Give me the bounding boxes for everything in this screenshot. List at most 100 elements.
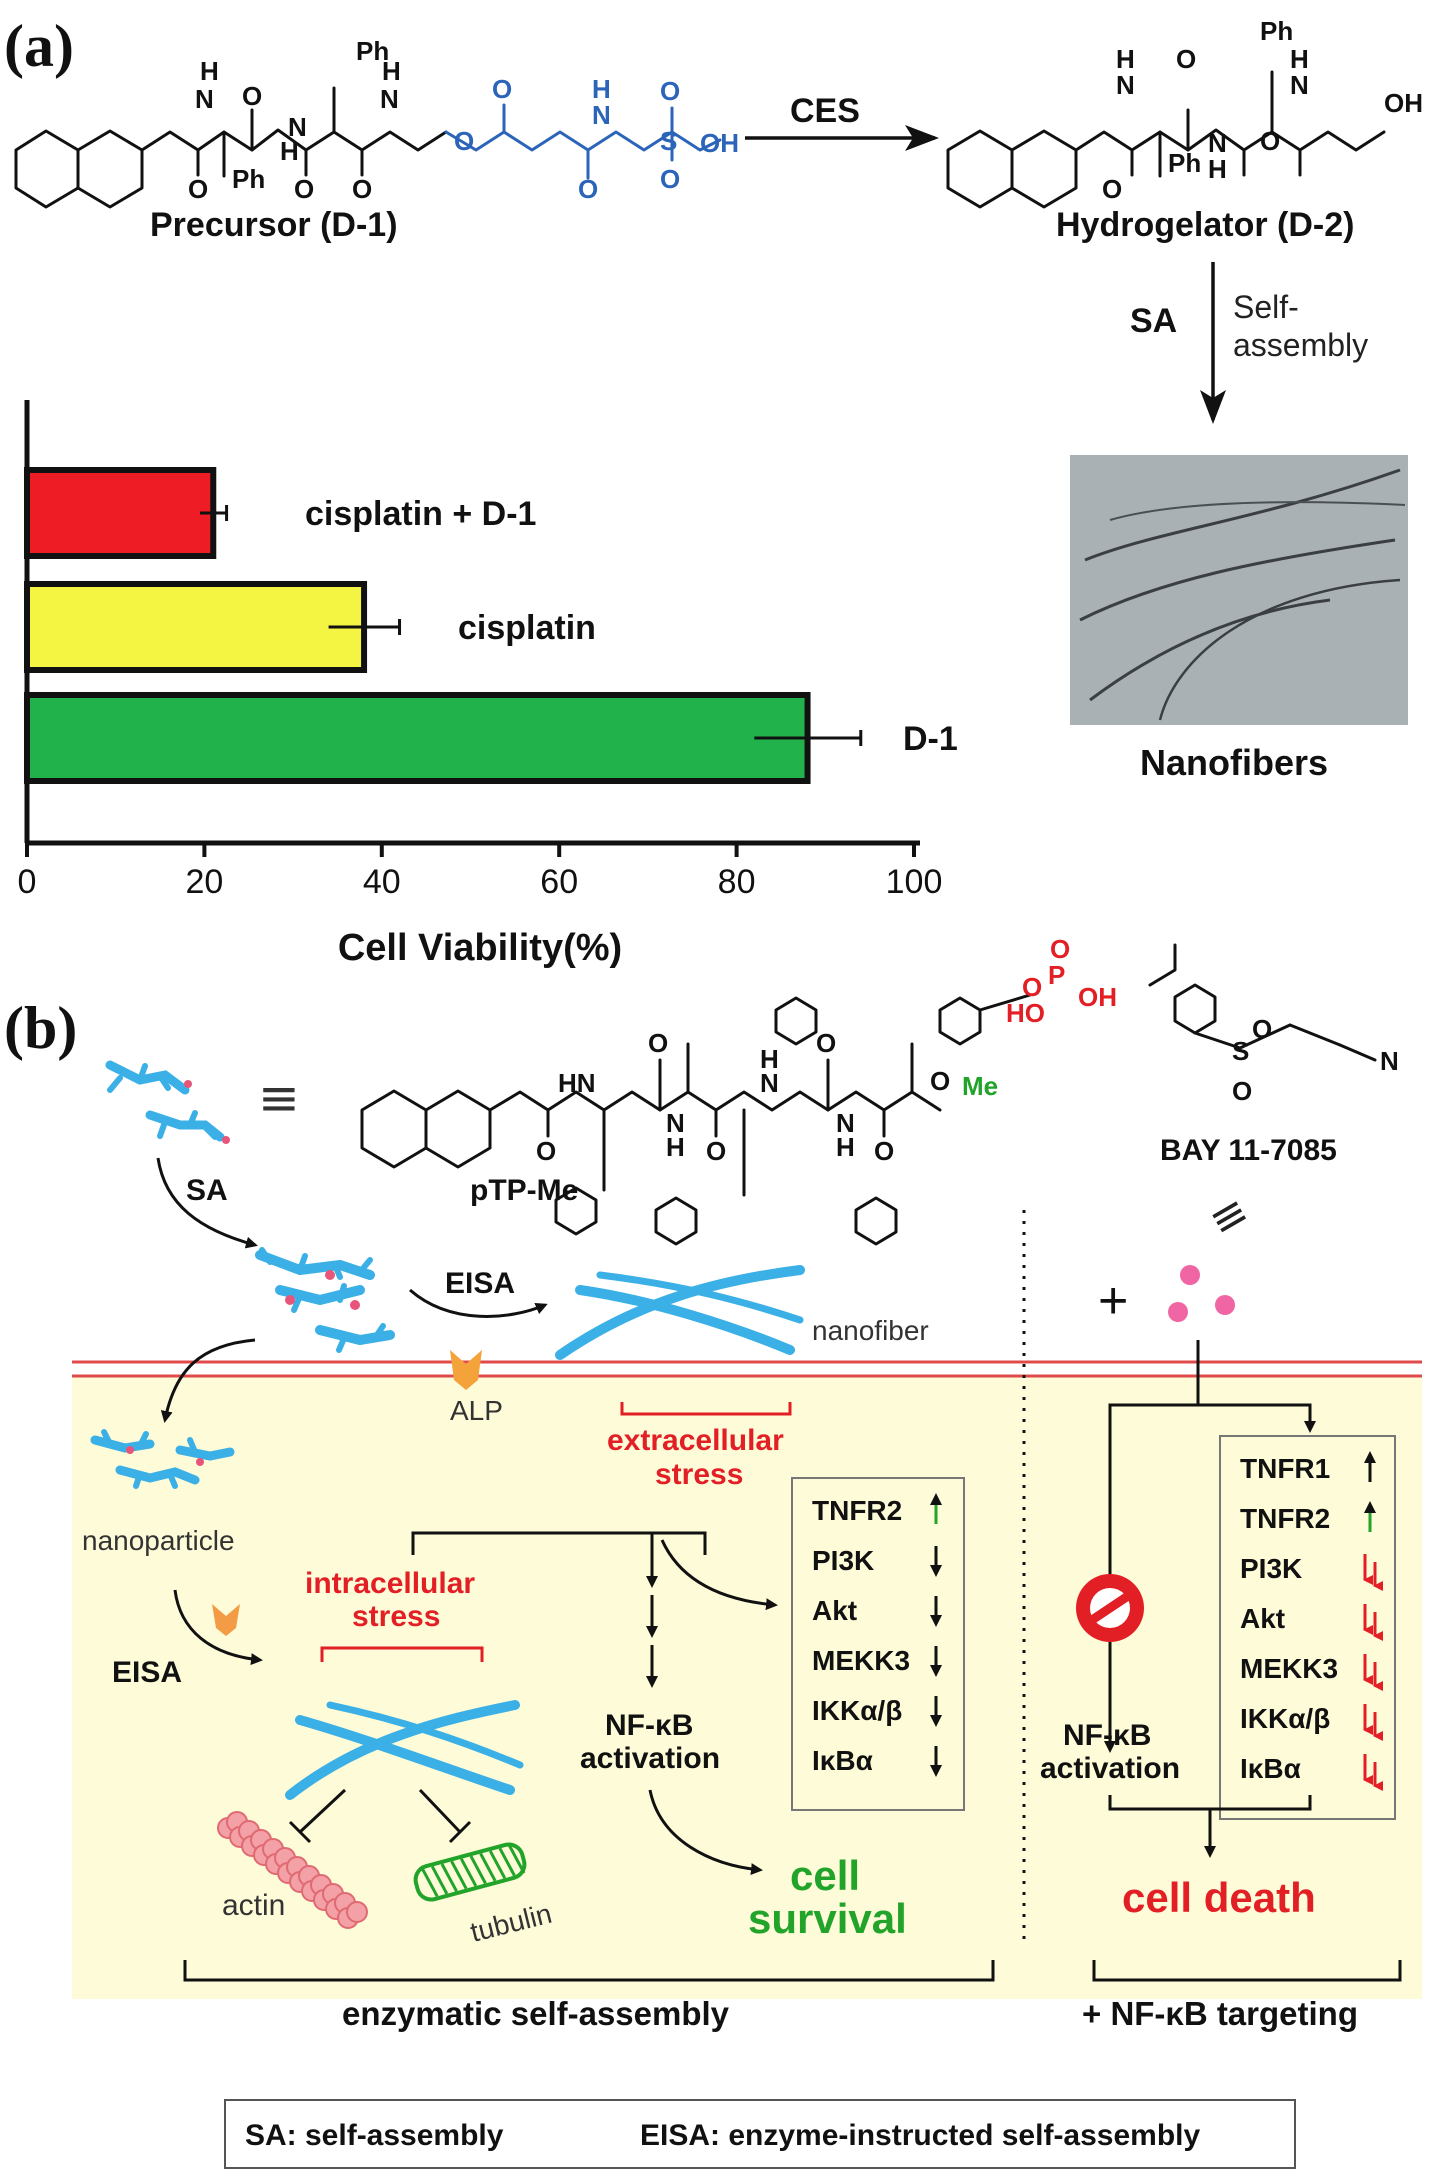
chem-ph: Ph — [232, 164, 265, 194]
precursor-structure: H N O O H N O Ph Ph H N O O O O H N S O … — [14, 36, 739, 209]
alp-enzyme — [450, 1350, 482, 1390]
left-box-item: PI3K — [812, 1545, 874, 1576]
tubulin-ring — [488, 1850, 507, 1879]
inhibit-actin — [298, 1788, 347, 1834]
bay-label: BAY 11-7085 — [1160, 1134, 1337, 1167]
right-signaling-box — [1219, 1435, 1396, 1820]
chem-o: O — [1252, 1014, 1272, 1044]
bottom-right-label: + NF-κB targeting — [1082, 1995, 1358, 2032]
ces-label: CES — [790, 92, 860, 130]
left-signaling-box — [791, 1477, 965, 1811]
chem-n: N — [1380, 1046, 1399, 1076]
chem-o: O — [536, 1136, 556, 1166]
cell-interior — [72, 1376, 1422, 1999]
chem-s: S — [1232, 1036, 1249, 1066]
tubulin-ring — [430, 1865, 449, 1895]
intracellular-label-1: intracellular — [305, 1567, 475, 1600]
chem-n: N — [195, 84, 214, 114]
to-nanoparticle-arrow — [160, 1338, 256, 1423]
precursor-label: Precursor (D-1) — [150, 206, 398, 244]
chem-o: O — [188, 174, 208, 204]
chem-n: N — [666, 1108, 685, 1138]
chem-o: O — [1260, 126, 1280, 156]
cell-survival-1: cell — [790, 1852, 860, 1899]
left-box-item: IκBα — [812, 1745, 873, 1776]
chem-n: N — [1208, 128, 1227, 158]
ptp-me-label: pTP-Me — [470, 1174, 578, 1207]
chem-h: H — [592, 74, 611, 104]
legend-box — [224, 2099, 1296, 2169]
chem-h: H — [1208, 154, 1227, 184]
nanofiber-micrograph — [1070, 455, 1408, 725]
intracellular-label-2: stress — [352, 1600, 440, 1633]
right-box-item: TNFR1 — [1240, 1453, 1330, 1484]
right-box-item: Akt — [1240, 1603, 1285, 1634]
right-box-item: IκBα — [1240, 1753, 1301, 1784]
inhibition-symbol — [1076, 1574, 1144, 1642]
chem-o: O — [352, 174, 372, 204]
sa-label: SA — [1130, 302, 1177, 340]
chem-o: O — [648, 1028, 668, 1058]
inhibit-bar — [448, 1820, 472, 1844]
chem-p: P — [1048, 960, 1065, 990]
chem-ph: Ph — [356, 36, 389, 66]
x-axis-label: Cell Viability(%) — [338, 927, 622, 969]
tubulin-ring — [459, 1858, 478, 1887]
extracellular-label-2: stress — [655, 1458, 743, 1491]
intracellular-bracket — [320, 1646, 484, 1662]
chem-s: S — [660, 126, 677, 156]
bar-label-0: cisplatin + D-1 — [305, 495, 536, 533]
panel-b-label: (b) — [4, 995, 77, 1061]
right-box-item: TNFR2 — [1240, 1503, 1330, 1534]
inhibit-bar — [288, 1820, 312, 1844]
legend-eisa: EISA: enzyme-instructed self-assembly — [640, 2119, 1201, 2152]
bottom-bracket-left — [183, 1960, 995, 1982]
chem-o: O — [578, 174, 598, 204]
tubulin-ring — [498, 1847, 516, 1877]
nfkb-left-1: NF-κB — [605, 1709, 693, 1742]
chem-n: N — [836, 1108, 855, 1138]
chem-ph: Ph — [1168, 148, 1201, 178]
monomer-cluster — [105, 1060, 230, 1144]
bar-2 — [24, 692, 811, 784]
chem-hn: HN — [558, 1068, 596, 1098]
chem-h: H — [382, 56, 401, 86]
chem-oh: OH — [700, 128, 739, 158]
chem-n: N — [288, 112, 307, 142]
eisa-bottom-arrow — [173, 1589, 263, 1666]
tubulin-ring — [479, 1852, 497, 1882]
bar-label-1: cisplatin — [458, 609, 596, 647]
ptp-me-structure: HN O O N H O N H O N H O O Me O P O HO O… — [360, 934, 1117, 1246]
signal-bracket — [411, 1531, 707, 1555]
chem-n: N — [760, 1068, 779, 1098]
tubulin-ring — [421, 1868, 439, 1898]
chem-ph: Ph — [1260, 16, 1293, 46]
chem-oh: OH — [1078, 982, 1117, 1012]
bottom-left-label: enzymatic self-assembly — [342, 1995, 730, 2032]
nanofiber-inside — [285, 1700, 524, 1800]
extracellular-label-1: extracellular — [607, 1424, 784, 1457]
bottom-bracket-right — [1092, 1960, 1402, 1982]
chem-h: H — [1290, 44, 1309, 74]
chem-o: O — [930, 1066, 950, 1096]
nanofiber-label: nanofiber — [812, 1315, 929, 1346]
chem-o: O — [1232, 1076, 1252, 1106]
cell-death-label: cell death — [1122, 1874, 1316, 1921]
hydrogelator-label: Hydrogelator (D-2) — [1056, 206, 1354, 244]
nanoparticle-cluster — [90, 1429, 235, 1489]
extracellular-bracket — [620, 1402, 792, 1416]
chem-h: H — [836, 1132, 855, 1162]
left-box-item: IKKα/β — [812, 1695, 902, 1726]
nanoparticle-label: nanoparticle — [82, 1525, 235, 1556]
nfkb-right-1: NF-κB — [1063, 1719, 1151, 1752]
nanofibers-label: Nanofibers — [1140, 742, 1328, 783]
chem-n: N — [1116, 70, 1135, 100]
chem-n: N — [1290, 70, 1309, 100]
nanofiber-top — [555, 1265, 805, 1360]
chem-n: N — [380, 84, 399, 114]
tubulin-ring — [440, 1863, 458, 1892]
chem-h: H — [666, 1132, 685, 1162]
chem-o: O — [294, 174, 314, 204]
chem-ho: HO — [1006, 998, 1045, 1028]
